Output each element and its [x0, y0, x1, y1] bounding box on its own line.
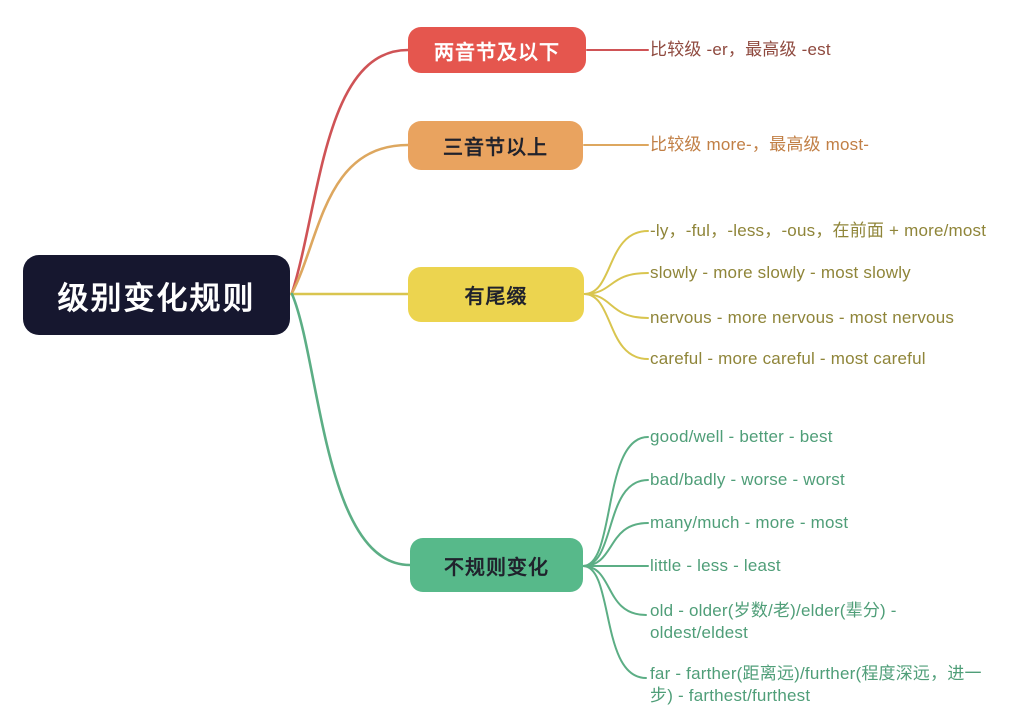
leaf-item[interactable]: -ly，-ful，-less，-ous，在前面 + more/most — [650, 221, 987, 240]
branch-curve-irregular — [290, 292, 412, 567]
leaf-curve — [582, 522, 649, 567]
leaf-item[interactable]: far - farther(距离远)/further(程度深远，进一步) - f… — [650, 664, 982, 705]
leaf-curve — [583, 293, 649, 360]
branch-curve-two-syllables — [290, 48, 410, 295]
leaf-item[interactable]: 比较级 more-，最高级 most- — [650, 135, 870, 154]
leaf-item[interactable]: old - older(岁数/老)/elder(辈分) - oldest/eld… — [650, 601, 897, 642]
leaf-item[interactable]: good/well - better - best — [650, 427, 833, 446]
branch-label: 两音节及以下 — [434, 41, 560, 64]
leaf-curve — [582, 565, 647, 679]
branch-node-three-syllables[interactable]: 三音节以上 — [408, 121, 583, 170]
branch-node-suffix[interactable]: 有尾缀 — [408, 267, 584, 322]
leaf-item[interactable]: bad/badly - worse - worst — [650, 470, 845, 489]
leaf-curve — [582, 436, 649, 567]
leaf-curve — [582, 479, 649, 567]
leaf-item[interactable]: careful - more careful - most careful — [650, 349, 926, 368]
root-label: 级别变化规则 — [57, 280, 256, 316]
leaf-curve — [583, 293, 649, 319]
branch-label: 有尾缀 — [464, 286, 528, 308]
leaf-item[interactable]: 比较级 -er，最高级 -est — [650, 40, 831, 59]
leaf-item[interactable]: nervous - more nervous - most nervous — [650, 308, 955, 327]
branch-node-two-syllables[interactable]: 两音节及以下 — [408, 27, 586, 73]
leaf-item[interactable]: slowly - more slowly - most slowly — [650, 263, 911, 282]
leaf-item[interactable]: many/much - more - most — [650, 513, 849, 532]
branch-curve-three-syllables — [290, 143, 410, 295]
branch-label: 三音节以上 — [443, 137, 548, 159]
branch-label: 不规则变化 — [444, 556, 549, 579]
branch-node-irregular[interactable]: 不规则变化 — [410, 538, 583, 592]
leaf-curve — [583, 272, 649, 295]
root-node[interactable]: 级别变化规则 — [23, 255, 290, 335]
leaf-curve — [583, 230, 649, 295]
leaf-curve — [582, 565, 647, 616]
leaf-item[interactable]: little - less - least — [650, 556, 781, 575]
